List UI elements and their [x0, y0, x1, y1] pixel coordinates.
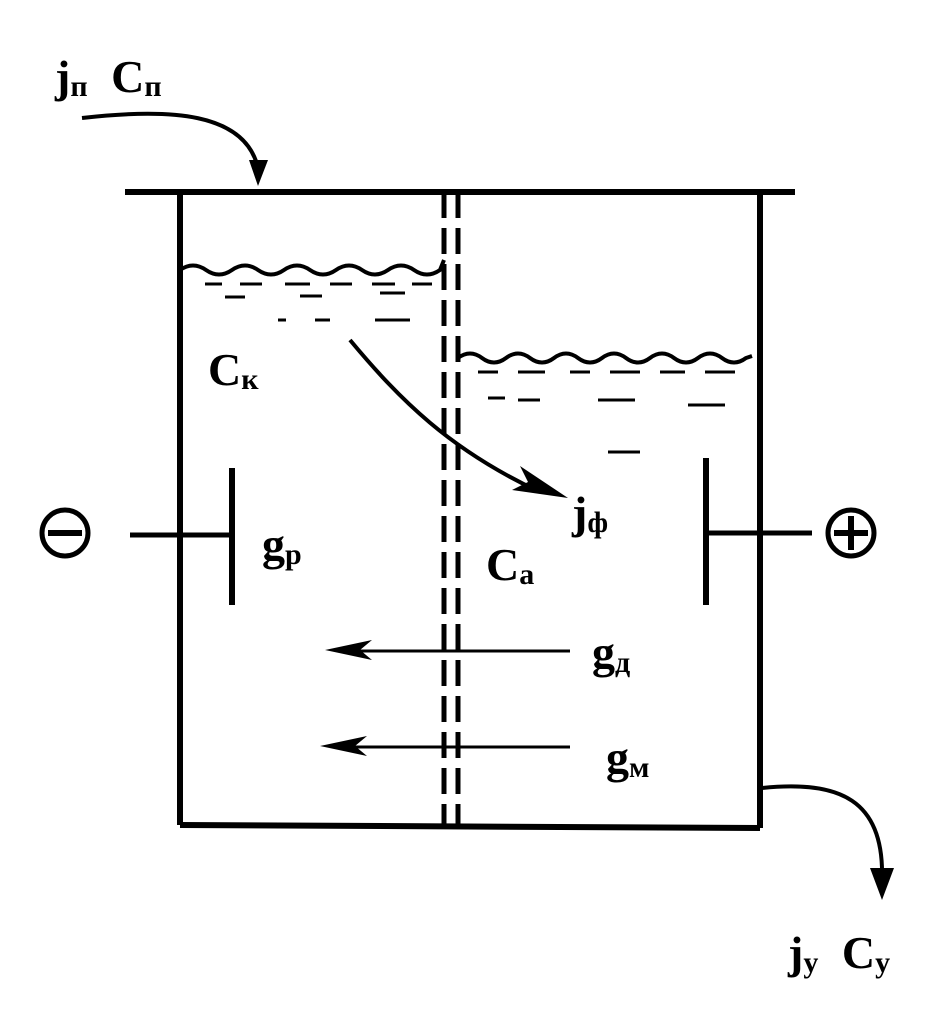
outlet-arrowhead — [870, 868, 894, 900]
minus-icon — [39, 507, 91, 559]
outlet-arrow — [761, 784, 885, 879]
inlet-label: jп Cп — [54, 51, 162, 106]
anode-liquid-dashes — [478, 370, 735, 454]
electrode-flux-label: gр — [262, 519, 302, 571]
anode-liquid-surface — [456, 351, 753, 365]
outlet-flux-subscript: у — [803, 946, 818, 979]
diffusion-flux-label: gд — [592, 627, 630, 679]
outlet-label: jу Cу — [787, 927, 890, 982]
filtration-flux-arrowhead — [512, 466, 568, 498]
filtration-flux-arrow — [348, 338, 541, 494]
cathode-liquid-dashes — [205, 282, 432, 322]
cathode-concentration-label: Cк — [208, 344, 259, 396]
migration-flux-label: gм — [606, 732, 649, 784]
plus-icon — [825, 507, 877, 559]
svg-text:jп Cп: jп Cп — [54, 51, 162, 106]
cell-bottom — [179, 822, 761, 831]
svg-text:jу Cу: jу Cу — [787, 927, 890, 982]
inlet-flux-subscript: п — [70, 70, 87, 103]
inlet-concentration-symbol: C — [111, 51, 144, 102]
diffusion-flux-arrowhead — [325, 640, 372, 660]
outlet-concentration-subscript: у — [875, 946, 890, 979]
outlet-concentration-symbol: C — [842, 927, 875, 978]
negative-terminal — [39, 507, 91, 559]
anode-concentration-label: Cа — [486, 539, 534, 591]
cathode-liquid-surface — [178, 259, 446, 277]
inlet-flux-symbol: j — [54, 51, 70, 102]
migration-flux-arrowhead — [320, 736, 367, 756]
inlet-arrow — [81, 111, 260, 169]
inlet-arrowhead — [249, 160, 268, 186]
outlet-flux-symbol: j — [787, 927, 803, 978]
inlet-concentration-subscript: п — [144, 70, 161, 103]
filtration-flux-label: jф — [571, 487, 608, 539]
positive-terminal — [825, 507, 877, 559]
